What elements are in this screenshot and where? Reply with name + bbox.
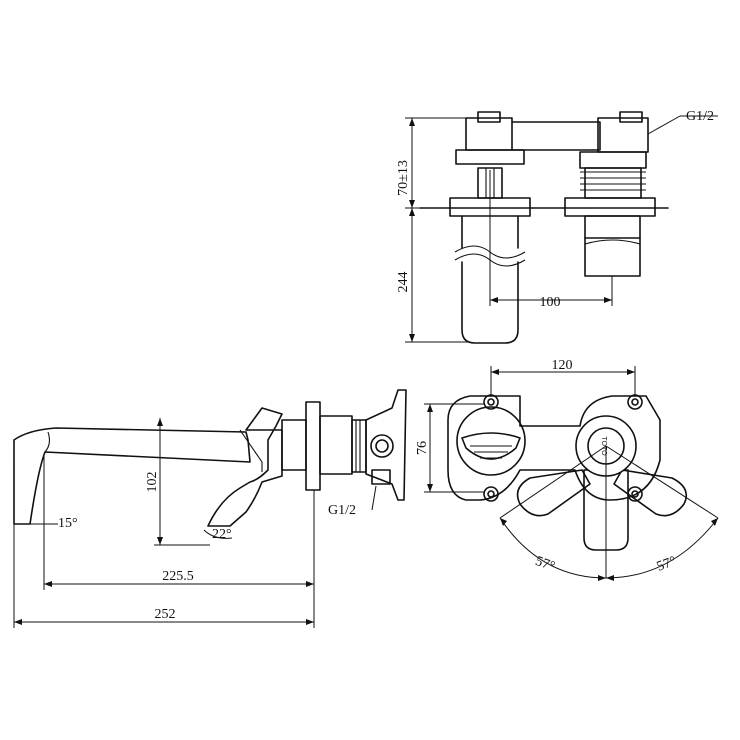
dim-front-height: 76 xyxy=(415,441,430,455)
top-view: 70±13 244 100 G1/2 xyxy=(396,109,718,344)
right-flange xyxy=(564,197,656,217)
thread-lines xyxy=(580,171,646,191)
right-cap xyxy=(619,111,643,123)
inlet-fitting xyxy=(371,469,391,485)
right-body xyxy=(584,167,642,199)
spout-tip xyxy=(44,431,51,453)
lever-right-ghost xyxy=(613,469,688,517)
cartridge-upper xyxy=(584,215,641,239)
spout xyxy=(13,427,251,525)
angle-22-arc xyxy=(203,529,233,539)
swing-arc xyxy=(499,517,719,579)
left-cap xyxy=(477,111,501,123)
side-flange xyxy=(305,401,321,491)
dim-side-angle-lever: 22° xyxy=(212,527,232,542)
lug-bottom-left-hole xyxy=(487,490,495,498)
cartridge-lower xyxy=(584,237,641,277)
dim-top-depth: 244 xyxy=(396,272,411,293)
lug-bottom-left xyxy=(483,486,499,502)
thread-top-label: G1/2 xyxy=(686,109,714,124)
lug-top-right-hole xyxy=(631,398,639,406)
cartridge-break xyxy=(584,239,641,245)
lever xyxy=(207,407,283,527)
dim-top-spacing: 100 xyxy=(540,295,561,310)
swing-limit-left xyxy=(499,445,607,519)
lever-center xyxy=(583,469,629,551)
thread-leader xyxy=(647,115,681,135)
spout-flange xyxy=(456,406,526,476)
aerator-lines xyxy=(470,445,512,459)
right-nut xyxy=(579,151,647,169)
left-handle-lower xyxy=(461,261,519,344)
connecting-bar xyxy=(511,121,601,151)
spout-outlet xyxy=(461,432,521,460)
side-body xyxy=(281,419,307,471)
lug-top-left-hole xyxy=(487,398,495,406)
right-top-block xyxy=(597,117,649,153)
left-nut xyxy=(455,149,525,165)
lug-top-right xyxy=(627,394,643,410)
side-collar xyxy=(351,419,367,473)
thread-side-label: G1/2 xyxy=(328,503,356,518)
mounting-plate xyxy=(365,389,407,501)
lever-edge xyxy=(239,429,263,472)
brand-logo: TOTO xyxy=(600,436,607,456)
side-view: G1/2 102 15° 22° 225.5 252 xyxy=(13,389,407,628)
inlet-circle-outer xyxy=(370,434,394,458)
side-thread-leader xyxy=(371,485,377,511)
front-view: TOTO 120 76 57° 57° xyxy=(415,358,719,581)
back-plate xyxy=(447,395,661,501)
dim-angle-left: 57° xyxy=(533,554,557,575)
lever-left-ghost xyxy=(516,469,591,517)
dim-side-height: 102 xyxy=(145,472,160,493)
dim-angle-right: 57° xyxy=(655,554,679,575)
dim-side-angle-spout: 15° xyxy=(58,516,78,531)
lug-bottom-right-hole xyxy=(631,490,639,498)
swing-limit-right xyxy=(605,445,719,519)
collar-lines xyxy=(355,420,361,472)
side-neck xyxy=(319,415,353,475)
dim-side-length-total: 252 xyxy=(155,607,176,622)
dim-side-length-inner: 225.5 xyxy=(162,569,194,584)
inlet-circle-inner xyxy=(375,439,389,453)
dim-top-offset: 70±13 xyxy=(396,160,411,196)
left-handle-upper xyxy=(461,215,519,249)
dim-front-spacing: 120 xyxy=(552,358,573,373)
left-top-block xyxy=(465,117,513,151)
